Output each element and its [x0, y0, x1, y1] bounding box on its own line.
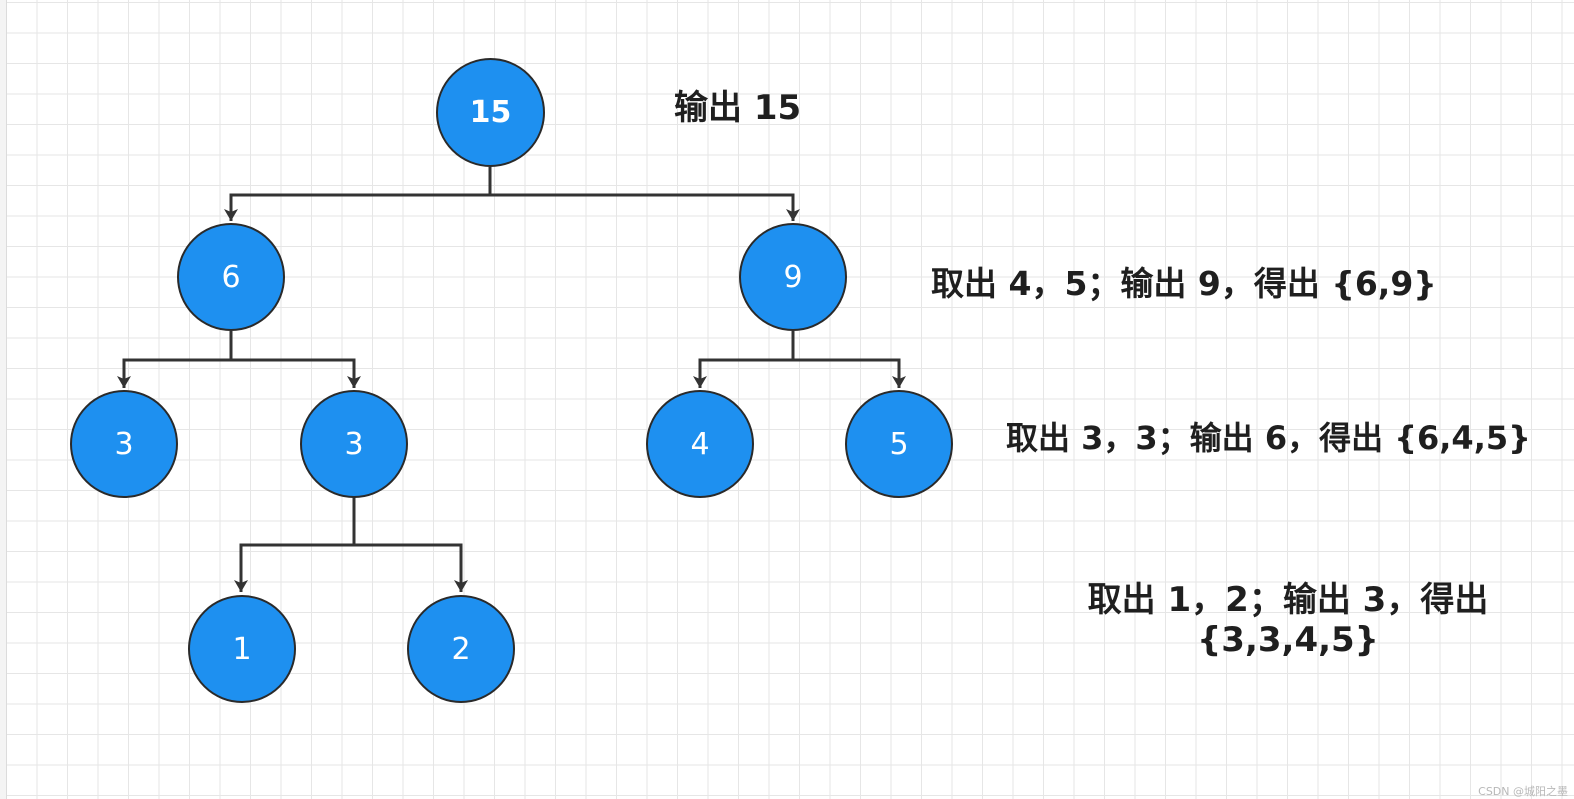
- annotation-step-9: 取出 4，5；输出 9，得出 {6,9}: [931, 264, 1437, 303]
- tree-node-6-label: 6: [221, 259, 241, 295]
- edge-root-to-6: [224, 193, 490, 221]
- tree-node-5-label: 5: [889, 426, 909, 462]
- tree-node-3-right: 3: [300, 390, 408, 498]
- annotation-step-3: 取出 1，2；输出 3，得出 {3,3,4,5}: [1068, 580, 1508, 660]
- tree-node-5: 5: [845, 390, 953, 498]
- annotation-output-15: 输出 15: [674, 88, 802, 128]
- annotation-step-3-line1: 取出 1，2；输出 3，得出: [1087, 580, 1489, 620]
- tree-node-3-left-label: 3: [114, 426, 134, 462]
- tree-node-9-label: 9: [783, 259, 803, 295]
- tree-node-2-label: 2: [451, 631, 471, 667]
- edge-9-to-4: [693, 358, 793, 388]
- tree-node-4-label: 4: [690, 426, 710, 462]
- tree-node-2: 2: [407, 595, 515, 703]
- tree-node-root: 15: [436, 58, 545, 167]
- tree-node-1: 1: [188, 595, 296, 703]
- watermark: CSDN @城阳之墨: [1478, 785, 1568, 798]
- annotation-step-3-line2: {3,3,4,5}: [1197, 620, 1379, 660]
- edge-root-to-9: [490, 193, 800, 221]
- edge-9-to-5: [793, 358, 906, 388]
- tree-node-6: 6: [177, 223, 285, 331]
- tree-node-1-label: 1: [232, 631, 252, 667]
- annotation-step-6: 取出 3，3；输出 6，得出 {6,4,5}: [1006, 419, 1531, 457]
- edge-6-to-3a: [117, 358, 231, 388]
- edge-3b-to-2: [354, 543, 468, 592]
- edge-3b-to-1: [234, 543, 354, 592]
- tree-node-3-right-label: 3: [344, 426, 364, 462]
- tree-node-4: 4: [646, 390, 754, 498]
- tree-node-3-left: 3: [70, 390, 178, 498]
- tree-node-9: 9: [739, 223, 847, 331]
- tree-node-root-label: 15: [469, 95, 512, 130]
- canvas-left-edge: [0, 0, 7, 799]
- edge-6-to-3b: [231, 358, 361, 388]
